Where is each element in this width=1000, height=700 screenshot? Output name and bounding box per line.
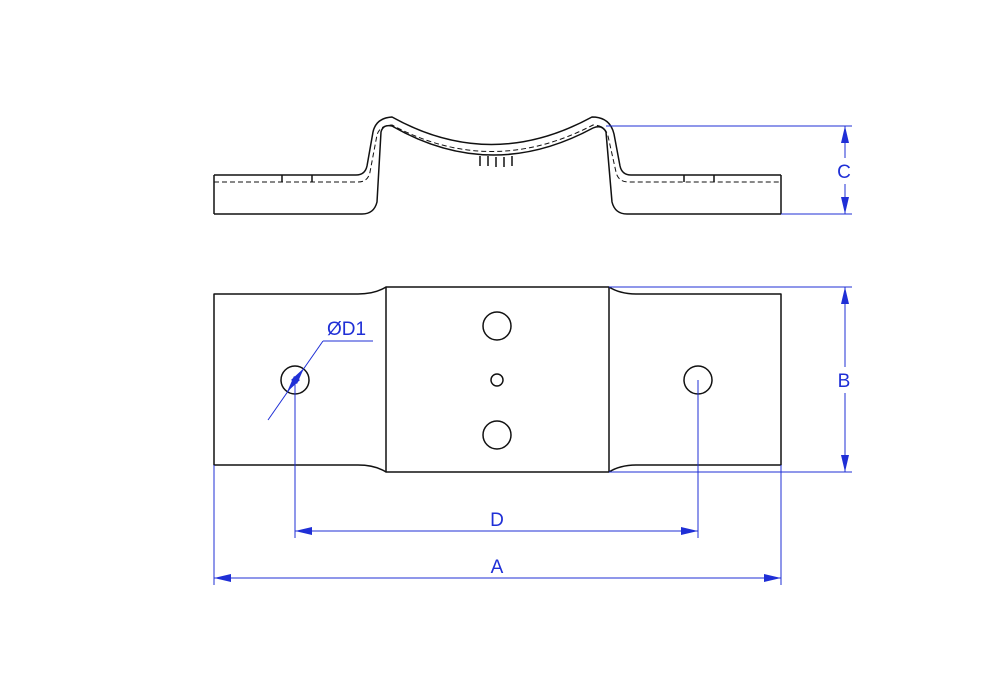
dimension-c-label: C — [837, 162, 851, 183]
top-view — [213, 286, 782, 473]
dimension-b: B — [609, 286, 856, 473]
center-hole-top — [482, 311, 512, 341]
dimension-c: C — [606, 125, 856, 215]
dimension-b-arrow-top — [841, 287, 849, 304]
dimension-a-arrow-left — [214, 574, 231, 582]
dimension-d-arrow-left — [295, 527, 312, 535]
center-hole-small — [490, 373, 504, 387]
dimension-b-arrow-bottom — [841, 455, 849, 472]
dimension-d1-label: ØD1 — [327, 319, 366, 340]
dimension-a-arrow-right — [764, 574, 781, 582]
dimension-d-label: D — [490, 510, 504, 531]
dimension-c-arrow-bottom — [841, 197, 849, 214]
dimension-d-arrow-right — [681, 527, 698, 535]
dimension-d1-arrow-inner — [287, 376, 300, 392]
side-view-hidden-line — [214, 124, 781, 183]
side-view-outer-profile — [214, 124, 781, 215]
center-hole-bottom — [482, 420, 512, 450]
dimension-a-label: A — [491, 557, 504, 578]
dimension-d1: ØD1 — [267, 319, 373, 421]
dimension-c-label-mask — [832, 158, 856, 184]
dimension-d: D — [294, 380, 699, 538]
side-view — [213, 116, 782, 215]
dimension-a: A — [213, 465, 782, 585]
dimension-b-label: B — [838, 371, 851, 392]
dimension-c-arrow-top — [841, 126, 849, 143]
side-view-inner-profile — [214, 116, 781, 176]
dimension-b-label-mask — [832, 367, 856, 393]
